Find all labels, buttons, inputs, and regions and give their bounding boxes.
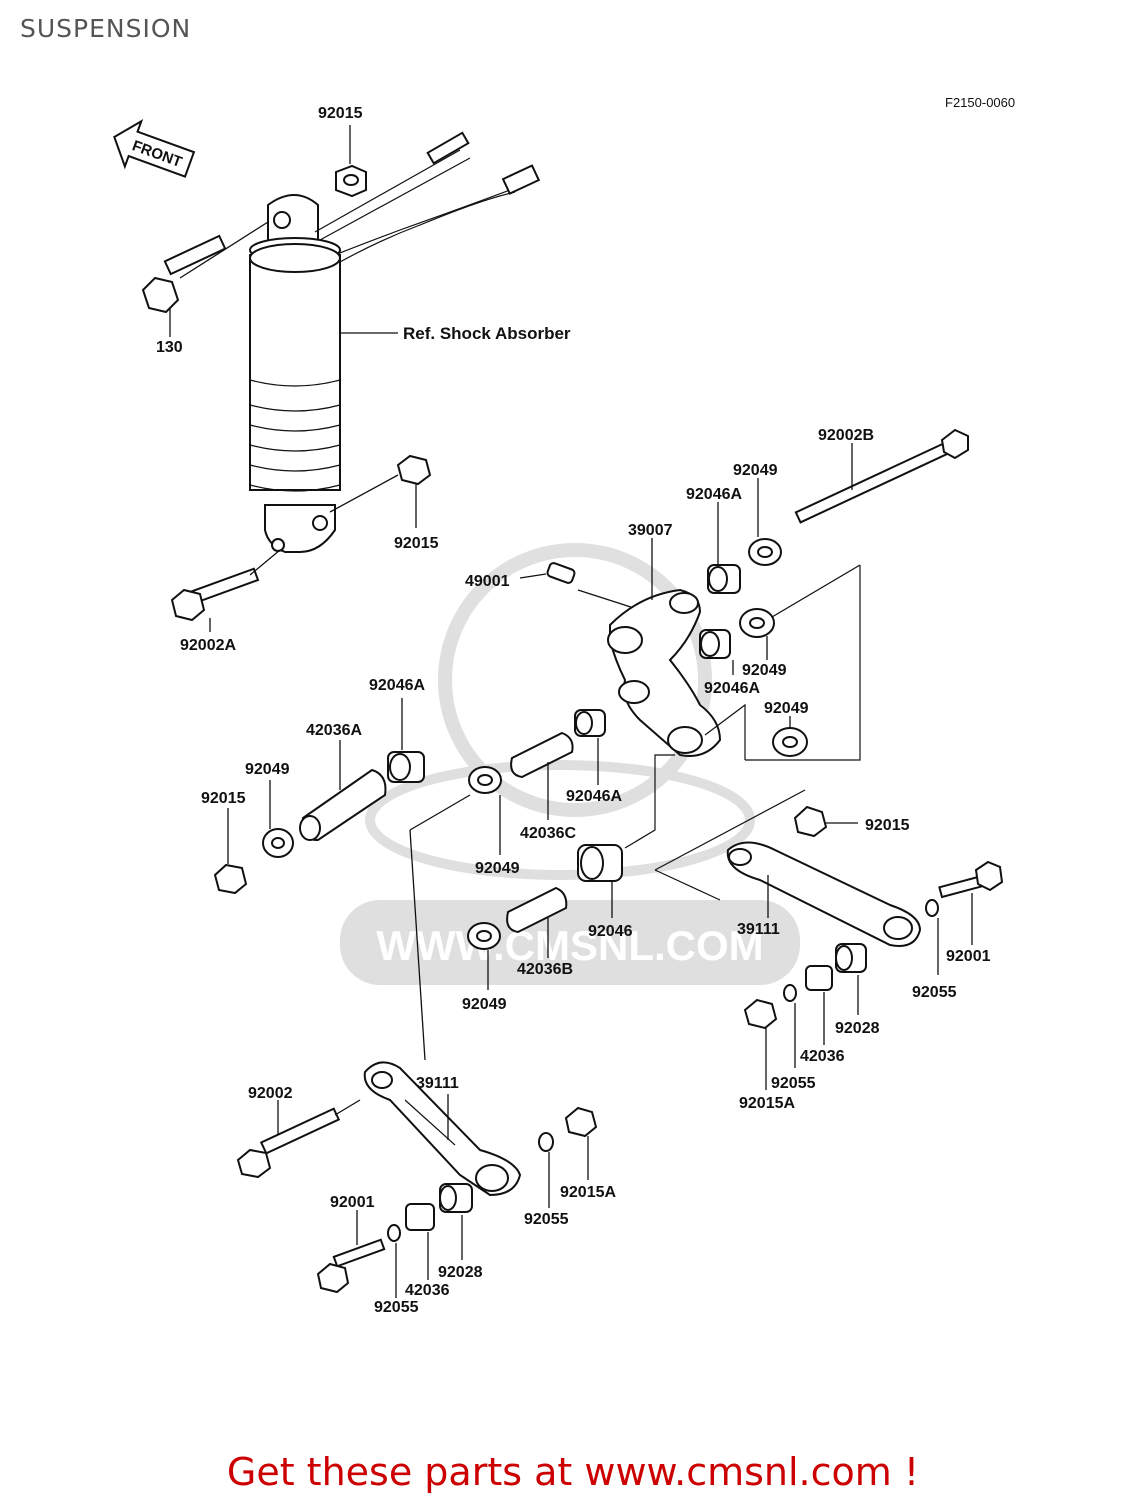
sleeve-42036B <box>506 886 568 934</box>
o-ring-92055-l <box>387 1224 401 1242</box>
label-92015-d: 92015 <box>201 790 246 807</box>
label-92001-l: 92001 <box>330 1194 375 1211</box>
bolt-92002 <box>236 1099 361 1179</box>
tie-rod-39111-left <box>363 1061 522 1197</box>
collar-92049-a <box>748 538 782 566</box>
label-92046A-c: 92046A <box>566 788 622 805</box>
label-92001-r: 92001 <box>946 948 991 965</box>
o-ring-92055-r <box>925 899 939 917</box>
bolt-92002B <box>794 428 969 524</box>
shock-absorber <box>249 131 541 553</box>
collar-92049-c <box>772 727 808 757</box>
label-42036A: 42036A <box>306 722 362 739</box>
cta-link[interactable]: Get these parts at www.cmsnl.com ! <box>226 1450 920 1494</box>
sleeve-42036A <box>299 768 387 842</box>
o-ring-92055-m <box>538 1132 554 1152</box>
label-92002B: 92002B <box>818 427 874 444</box>
label-92046A-d: 92046A <box>369 677 425 694</box>
label-92055-r: 92055 <box>912 984 957 1001</box>
label-92002A: 92002A <box>180 637 236 654</box>
label-92049-d: 92049 <box>245 761 290 778</box>
label-39111-r: 39111 <box>737 921 780 938</box>
sleeve-42036-r <box>805 965 833 991</box>
fitting-49001 <box>546 562 576 584</box>
label-92015A-m: 92015A <box>560 1184 616 1201</box>
nut-92015A-r <box>743 998 778 1030</box>
label-130: 130 <box>156 339 183 356</box>
rocker-arm-39007 <box>607 588 722 757</box>
bearing-92046A-a <box>707 564 741 594</box>
nut-92015-d <box>213 863 248 895</box>
label-92049-f: 92049 <box>462 996 507 1013</box>
label-92049-a: 92049 <box>733 462 778 479</box>
label-92046A-b: 92046A <box>704 680 760 697</box>
bolt-92002A <box>170 549 281 622</box>
sleeve-42036C <box>510 731 574 779</box>
label-92049-c: 92049 <box>764 700 809 717</box>
collar-92049-d <box>262 828 294 858</box>
label-42036C: 42036C <box>520 825 576 842</box>
collar-92049-e <box>468 766 502 794</box>
nut-92015-r <box>793 805 828 838</box>
bolt-92001-l <box>316 1238 386 1294</box>
label-42036B: 42036B <box>517 961 573 978</box>
nut-92015A-m <box>564 1106 598 1138</box>
label-92046: 92046 <box>588 923 633 940</box>
label-39111-l: 39111 <box>416 1075 459 1092</box>
label-92002: 92002 <box>248 1085 293 1102</box>
label-92055-l: 92055 <box>374 1299 419 1316</box>
sleeve-42036-l <box>405 1203 435 1231</box>
label-92049-e: 92049 <box>475 860 520 877</box>
label-39007: 39007 <box>628 522 673 539</box>
collar-92049-f <box>467 922 501 950</box>
label-92049-b: 92049 <box>742 662 787 679</box>
label-92015-top: 92015 <box>318 105 363 122</box>
exploded-parts-diagram: WWW.CMSNL.COM F2150-0060 FRONT Ref. Shoc… <box>113 95 1015 1316</box>
bearing-92046A-c <box>574 709 606 737</box>
label-92046A-a: 92046A <box>686 486 742 503</box>
ref-shock-absorber-label: Ref. Shock Absorber <box>403 324 571 343</box>
label-92028-r: 92028 <box>835 1020 880 1037</box>
page-title: SUSPENSION <box>20 14 192 43</box>
label-92015-r: 92015 <box>865 817 910 834</box>
label-42036-r: 42036 <box>800 1048 845 1065</box>
collar-92028-l <box>439 1183 473 1213</box>
bolt-92001-r <box>938 860 1004 899</box>
label-92028-l: 92028 <box>438 1264 483 1281</box>
nut-92015-mid <box>396 454 432 486</box>
figure-code: F2150-0060 <box>945 95 1015 110</box>
label-92015A-r: 92015A <box>739 1095 795 1112</box>
tie-rod-39111-right <box>726 841 922 947</box>
label-92055-m: 92055 <box>524 1211 569 1228</box>
bearing-92046 <box>577 844 623 882</box>
label-49001: 49001 <box>465 573 510 590</box>
watermark-text: WWW.CMSNL.COM <box>376 922 763 969</box>
front-arrow-icon: FRONT <box>113 119 196 178</box>
watermark: WWW.CMSNL.COM <box>340 543 800 985</box>
nut-92015-top <box>335 164 367 198</box>
label-92055-r2: 92055 <box>771 1075 816 1092</box>
collar-92049-b <box>739 608 775 638</box>
label-92015-mid: 92015 <box>394 535 439 552</box>
bolt-130 <box>141 221 269 314</box>
o-ring-92055-r2 <box>783 984 797 1002</box>
label-42036-l: 42036 <box>405 1282 450 1299</box>
bearing-92046A-d <box>387 751 425 783</box>
bearing-92046A-b <box>699 629 731 659</box>
collar-92028-r <box>835 943 867 973</box>
